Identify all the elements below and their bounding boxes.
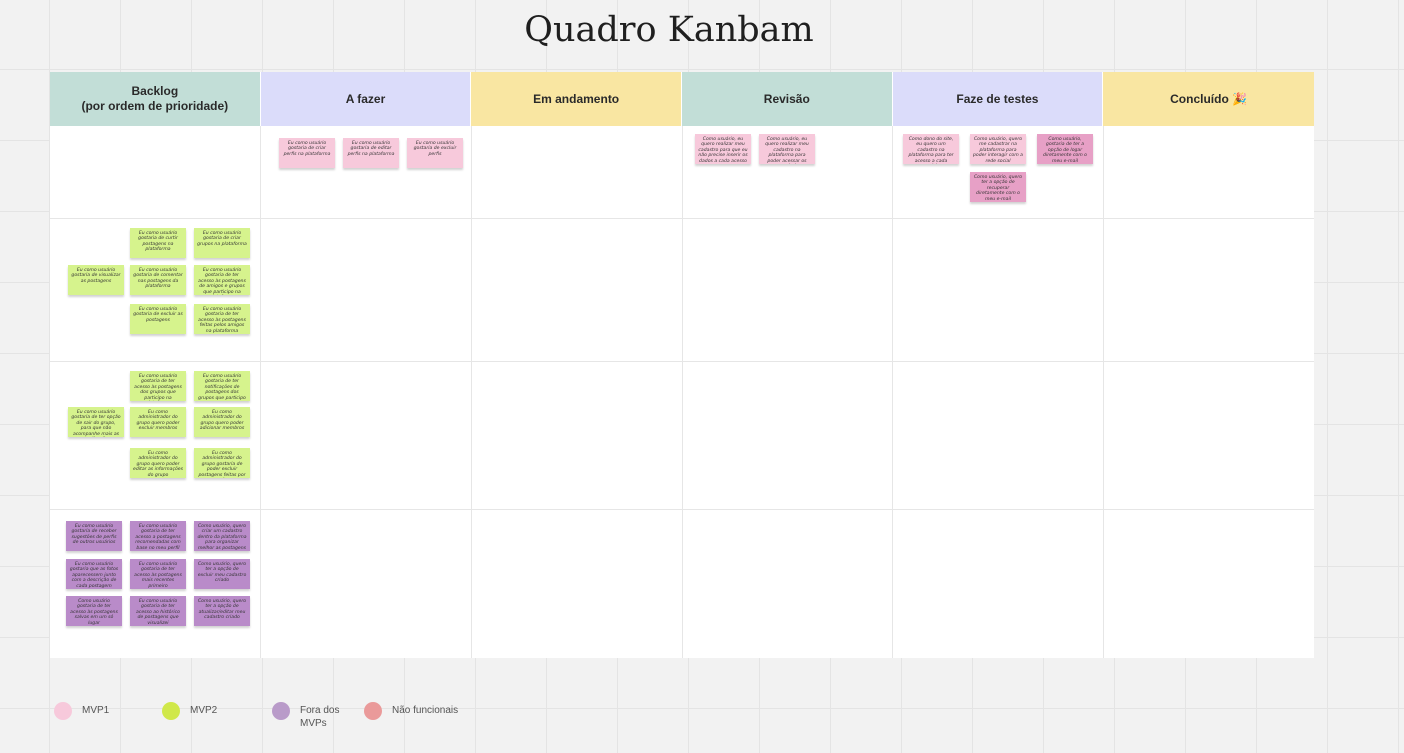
- legend-label: MVP1: [82, 705, 110, 716]
- sticky-note[interactable]: Eu como administrador do grupo quero pod…: [130, 407, 186, 437]
- sticky-note[interactable]: Eu como usuário gostaria de receber suge…: [66, 521, 122, 551]
- legend-label: Não funcionais: [392, 705, 459, 716]
- sticky-note[interactable]: Eu como usuário gostaria de editar perfi…: [343, 138, 399, 168]
- sticky-note[interactable]: Eu como usuário gostaria de criar perfis…: [279, 138, 335, 168]
- row-divider: [50, 218, 1314, 219]
- sticky-note[interactable]: Eu como usuário gostaria de ter acesso à…: [130, 371, 186, 401]
- column-header-revisao[interactable]: Revisão: [681, 72, 893, 126]
- sticky-note[interactable]: Eu como usuário gostaria que as fotos ap…: [66, 559, 122, 589]
- sticky-note[interactable]: Eu como usuário gostaria de excluir as p…: [130, 304, 186, 334]
- sticky-note[interactable]: Eu como usuário gostaria de visualizar a…: [68, 265, 124, 295]
- legend-dot: [272, 702, 290, 720]
- sticky-note[interactable]: Como usuário, quero ter a opção de recup…: [970, 172, 1026, 202]
- sticky-note[interactable]: Eu como usuário gostaria de comentar nas…: [130, 265, 186, 295]
- sticky-note[interactable]: Como usuário, eu quero realizar meu cada…: [695, 134, 751, 164]
- sticky-note[interactable]: Eu como usuário gostaria de ter acesso a…: [130, 596, 186, 626]
- legend-dot: [364, 702, 382, 720]
- sticky-note[interactable]: Eu como administrador do grupo gostaria …: [194, 448, 250, 478]
- sticky-note[interactable]: Eu como usuário gostaria de curtir posta…: [130, 228, 186, 258]
- sticky-note[interactable]: Eu como usuário gostaria de ter opção de…: [68, 407, 124, 437]
- sticky-note[interactable]: Como usuário, quero criar um cadastro de…: [194, 521, 250, 551]
- column-header-a-fazer[interactable]: A fazer: [260, 72, 472, 126]
- row-divider: [50, 509, 1314, 510]
- column-divider: [682, 126, 683, 658]
- column-divider: [260, 126, 261, 658]
- sticky-note[interactable]: Eu como usuário gostaria de criar grupos…: [194, 228, 250, 258]
- sticky-note[interactable]: Como usuário, gostaria de ter a opção de…: [1037, 134, 1093, 164]
- sticky-note[interactable]: Como usuário, quero me cadastrar na plat…: [970, 134, 1026, 164]
- sticky-note[interactable]: Eu como administrador do grupo quero pod…: [194, 407, 250, 437]
- column-divider: [471, 126, 472, 658]
- sticky-note[interactable]: Eu como usuário gostaria de excluir perf…: [407, 138, 463, 168]
- column-headers: Backlog (por ordem de prioridade) A faze…: [50, 72, 1314, 126]
- sticky-note[interactable]: Eu como usuário gostaria de ter acesso a…: [130, 521, 186, 551]
- column-header-concluido[interactable]: Concluído 🎉: [1103, 72, 1314, 126]
- column-header-faze-de-testes[interactable]: Faze de testes: [892, 72, 1104, 126]
- sticky-note[interactable]: Como usuário gostaria de ter acesso às p…: [66, 596, 122, 626]
- column-header-backlog[interactable]: Backlog (por ordem de prioridade): [50, 72, 261, 126]
- row-divider: [50, 361, 1314, 362]
- sticky-note[interactable]: Como dono do site, eu quero um cadastro …: [903, 134, 959, 164]
- column-divider: [1103, 126, 1104, 658]
- sticky-note[interactable]: Eu como usuário gostaria de ter notifica…: [194, 371, 250, 401]
- legend-label: Fora dos MVPs: [300, 705, 340, 729]
- board-title: Quadro Kanbam: [524, 10, 814, 50]
- sticky-note[interactable]: Eu como administrador do grupo quero pod…: [130, 448, 186, 478]
- sticky-note[interactable]: Eu como usuário gostaria de ter acesso à…: [194, 304, 250, 334]
- sticky-note[interactable]: Eu como usuário gostaria de ter acesso à…: [130, 559, 186, 589]
- column-divider: [892, 126, 893, 658]
- sticky-note[interactable]: Como usuário, eu quero realizar meu cada…: [759, 134, 815, 164]
- legend-dot: [162, 702, 180, 720]
- legend-dot: [54, 702, 72, 720]
- legend-label: MVP2: [190, 705, 218, 716]
- sticky-note[interactable]: Eu como usuário gostaria de ter acesso à…: [194, 265, 250, 295]
- column-header-em-andamento[interactable]: Em andamento: [471, 72, 682, 126]
- sticky-note[interactable]: Como usuário, quero ter a opção de atual…: [194, 596, 250, 626]
- kanban-board[interactable]: Backlog (por ordem de prioridade) A faze…: [50, 72, 1314, 658]
- sticky-note[interactable]: Como usuário, quero ter a opção de exclu…: [194, 559, 250, 589]
